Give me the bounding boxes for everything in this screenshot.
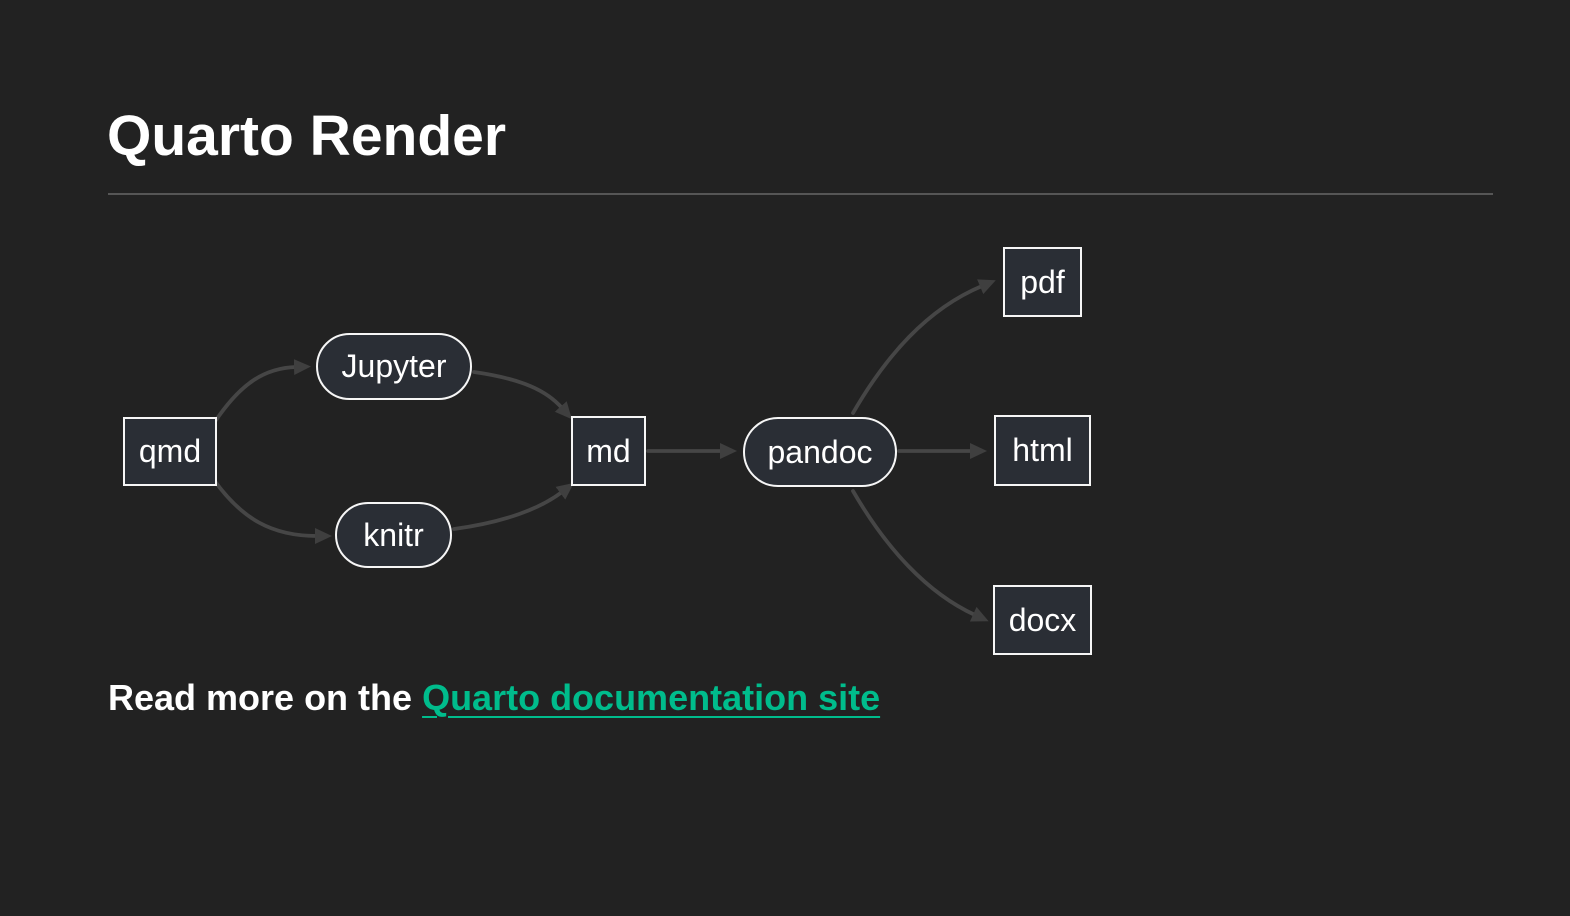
edge-pandoc-pdf <box>851 279 996 415</box>
page-title: Quarto Render <box>107 104 507 168</box>
edge-qmd-knitr <box>212 478 332 544</box>
node-label-docx: docx <box>1008 601 1077 638</box>
node-html: html <box>994 415 1091 486</box>
node-label-qmd: qmd <box>138 433 202 469</box>
title-divider <box>108 193 1493 195</box>
node-label-knitr: knitr <box>363 516 424 553</box>
node-pandoc: pandoc <box>743 417 897 487</box>
node-qmd: qmd <box>123 417 217 486</box>
node-label-pdf: pdf <box>1020 263 1065 300</box>
node-jupyter: Jupyter <box>316 333 472 400</box>
edge-jupyter-md <box>472 370 572 420</box>
edge-knitr-md <box>452 482 574 531</box>
edge-pandoc-docx <box>851 489 989 622</box>
node-label-jupyter: Jupyter <box>341 348 447 384</box>
read-more-text: Read more on the Quarto documentation si… <box>108 676 880 719</box>
node-label-html: html <box>1012 432 1073 468</box>
quarto-docs-link[interactable]: Quarto documentation site <box>422 677 881 718</box>
node-knitr: knitr <box>335 502 452 568</box>
edge-qmd-jupyter <box>212 359 311 425</box>
node-label-md: md <box>586 432 631 469</box>
node-pdf: pdf <box>1003 247 1082 317</box>
read-more-prefix: Read more on the <box>108 677 423 718</box>
node-label-pandoc: pandoc <box>767 433 873 470</box>
node-docx: docx <box>993 585 1092 655</box>
node-md: md <box>571 416 646 486</box>
